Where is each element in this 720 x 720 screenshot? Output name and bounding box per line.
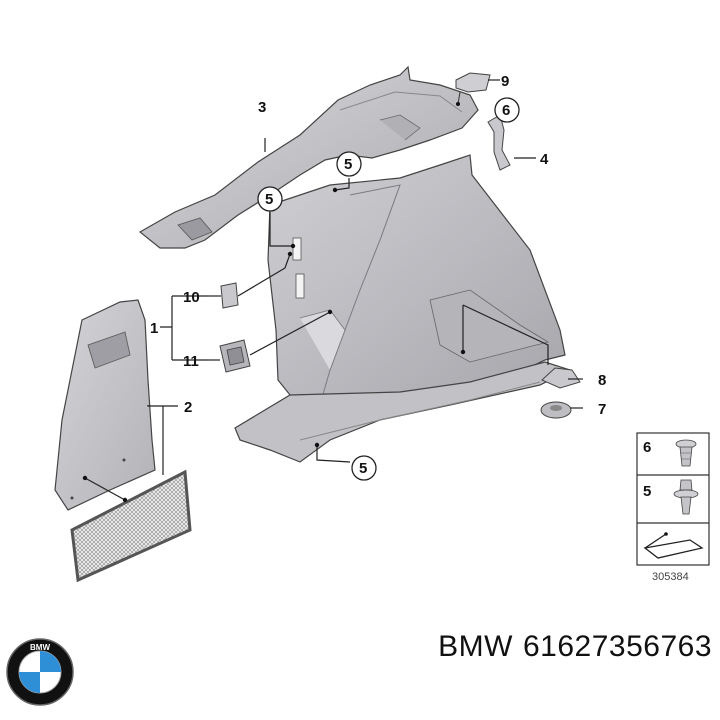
callout-9: 9	[501, 73, 509, 90]
clip-icon-6	[675, 439, 697, 467]
logo-text: BMW	[30, 643, 50, 652]
cap-part-7	[540, 401, 572, 419]
callout-7: 7	[598, 401, 606, 418]
leader-dots	[82, 187, 466, 503]
part-number: 61627356763	[522, 630, 712, 663]
callout-5b-circle	[257, 186, 283, 212]
callout-3: 3	[258, 99, 266, 116]
hook-part-8	[541, 367, 581, 389]
bmw-logo-icon: BMW	[6, 638, 74, 706]
side-cover-part-2	[54, 299, 156, 511]
legend-label-6: 6	[643, 439, 651, 456]
leader-lines	[84, 79, 583, 501]
callout-4: 4	[540, 151, 549, 168]
side-trim-panel-part-1	[234, 154, 572, 463]
callout-6-circle	[494, 97, 520, 123]
callout-5c-circle	[351, 455, 377, 481]
callout-5a: 5	[344, 156, 352, 173]
cover-part-10	[220, 282, 239, 309]
callout-6: 6	[502, 102, 510, 119]
diagram-ref-number: 305384	[652, 571, 689, 583]
callout-1: 1	[150, 320, 158, 337]
part-number-footer: BMW 61627356763	[438, 630, 712, 664]
callout-5a-circle	[336, 151, 362, 177]
callout-5c: 5	[359, 460, 367, 477]
legend-label-5: 5	[643, 483, 651, 500]
fastener-legend: 6 5	[636, 432, 710, 566]
callout-2: 2	[184, 399, 192, 416]
storage-net	[70, 469, 192, 583]
clip-part-9	[455, 72, 491, 106]
callout-10: 10	[183, 289, 200, 306]
callout-11: 11	[183, 353, 199, 370]
upper-pillar-trim	[138, 65, 479, 249]
cover-part-11	[219, 339, 251, 373]
callout-5b: 5	[265, 191, 273, 208]
brand-name: BMW	[438, 630, 513, 663]
bracket-part-4	[487, 114, 511, 171]
clip-icon-5	[673, 479, 699, 515]
callout-8: 8	[598, 372, 606, 389]
wedge-icon	[643, 532, 704, 559]
